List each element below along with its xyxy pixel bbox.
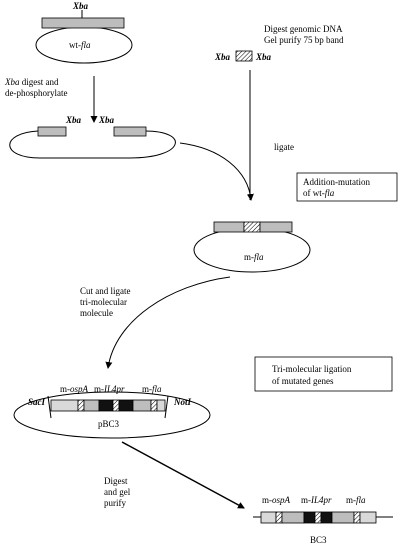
vector-end-right [113, 126, 147, 137]
vector-end-left [37, 126, 67, 137]
pbc3-fla-seg [132, 399, 152, 412]
ligate-label: ligate [274, 142, 294, 152]
digest-genomic-label: Digest genomic DNA [264, 24, 343, 34]
genomic-xba-right: Xba [255, 52, 272, 62]
gel-purify-label: Gel purify 75 bp band [264, 35, 344, 45]
tri-molecular-line2: of mutated genes [272, 376, 334, 386]
genomic-fragment: Digest genomic DNA Gel purify 75 bp band… [214, 24, 344, 62]
xba-label-left: Xba [65, 115, 82, 125]
tri-molecular-line1: Tri-molecular ligation [272, 364, 352, 374]
bc3-name: BC3 [310, 535, 327, 545]
m-fla-insert-left [213, 221, 245, 233]
dephosphorylate-label: de-phosphorylate [5, 88, 67, 98]
bc3-fla-seg [331, 511, 355, 524]
pbc3-gene-ospa-label: m-ospA [60, 384, 89, 394]
xba-label-right: Xba [98, 115, 115, 125]
bc3-il4pr-dark-a [303, 511, 316, 524]
addition-mutation-line1: Addition-mutation [303, 177, 370, 187]
pbc3-il4pr-seg-a [83, 399, 100, 412]
digest-line2: and gel [104, 487, 131, 497]
saci-site-tick [47, 395, 52, 419]
tri-molecular-box [254, 356, 393, 392]
m-fla-insert-right [259, 221, 293, 233]
pbc3-fla-end [156, 399, 166, 412]
pbc3-gene-il4pr-label: m-IL4pr [94, 384, 125, 394]
genomic-insert-hatched [235, 50, 253, 62]
bc3-il4pr-seg-a [281, 511, 305, 524]
xba-digest-label: Xba digest and [4, 77, 59, 87]
wt-fla-plasmid: Xba wt-fla [35, 1, 133, 64]
bc3-il4pr-dark-b [320, 511, 333, 524]
digest-line1: Digest [104, 476, 128, 486]
saci-label: SacI [28, 397, 46, 407]
addition-mutation-box [296, 172, 398, 202]
pbc3-fla-hatch [150, 399, 158, 412]
bc3-ospa-hatch [275, 511, 283, 524]
arrow-ligate [179, 142, 254, 201]
genomic-xba-left: Xba [214, 52, 231, 62]
bc3-fla-end [359, 511, 377, 524]
pbc3-ospa-hatch [77, 399, 85, 412]
vector-backbone-left [9, 130, 130, 159]
m-fla-plasmid: m-fla [193, 221, 311, 273]
arrow-digest-gel [121, 441, 245, 509]
bc3-fla-hatch [353, 511, 361, 524]
m-fla-insert-hatched [243, 221, 261, 233]
cut-ligate-line3: molecule [80, 308, 113, 318]
pbc3-il4pr-dark-a [98, 399, 114, 412]
xba-site-label: Xba [72, 1, 89, 11]
digest-line3: purify [104, 498, 126, 508]
arrow-cut-ligate [105, 276, 231, 369]
pbc3-ospa-seg [50, 399, 79, 412]
noti-label: NotI [173, 397, 192, 407]
bc3-gene-ospa-label: m-ospA [262, 495, 291, 505]
bc3-il4pr-hatch [314, 511, 322, 524]
cut-ligate-line2: tri-molecular [80, 297, 127, 307]
wt-fla-insert-box [41, 17, 125, 29]
bc3-fragment: m-ospA m-IL4pr m-fla BC3 [253, 495, 393, 545]
pbc3-name: pBC3 [98, 419, 120, 429]
pbc3-il4pr-dark-b [118, 399, 134, 412]
pbc3-gene-fla-label: m-fla [142, 384, 162, 394]
m-fla-plasmid-circle [193, 227, 311, 273]
bc3-ospa-seg [260, 511, 277, 524]
pbc3-il4pr-hatch [112, 399, 120, 412]
linearized-vector: Xba Xba [9, 115, 176, 159]
wt-fla-label: wt-fla [69, 40, 91, 50]
m-fla-label: m-fla [244, 252, 264, 262]
noti-site-tick [164, 395, 169, 419]
addition-mutation-line2: of wt-fla [303, 188, 335, 198]
pbc3-plasmid: SacI NotI m-ospA m-IL4pr m-fla pBC3 [13, 384, 211, 439]
bc3-gene-fla-label: m-fla [346, 495, 366, 505]
bc3-gene-il4pr-label: m-IL4pr [301, 495, 332, 505]
cut-ligate-line1: Cut and ligate [80, 286, 131, 296]
vector-backbone-right [129, 130, 176, 159]
